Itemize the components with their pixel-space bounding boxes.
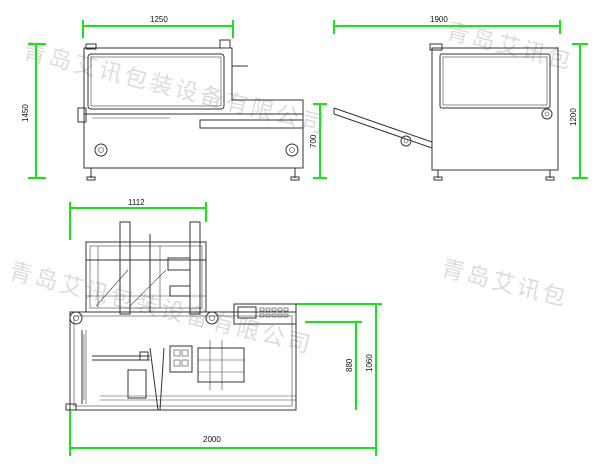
top-view: 1112 2000 880 1060	[65, 198, 382, 456]
watermark-middle-left: 青岛艾讯包装设备有限公司	[7, 259, 316, 360]
top-inner-height-label: 880	[345, 358, 354, 372]
watermark-top-right: 青岛艾讯包	[444, 19, 576, 76]
side-width-label: 1900	[430, 15, 448, 24]
front-height-label: 1450	[21, 104, 30, 122]
side-view: 1900 1200	[333, 15, 588, 181]
front-view: 1250 1450 700	[21, 15, 327, 181]
side-height-label: 1200	[569, 108, 578, 126]
front-conveyor-height-label: 700	[309, 134, 318, 148]
top-upper-width-label: 1112	[128, 198, 145, 207]
top-outer-height-label: 1060	[365, 354, 374, 372]
top-total-width-label: 2000	[203, 435, 221, 444]
front-width-label: 1250	[150, 15, 168, 24]
watermark-middle-right: 青岛艾讯包	[439, 256, 571, 313]
